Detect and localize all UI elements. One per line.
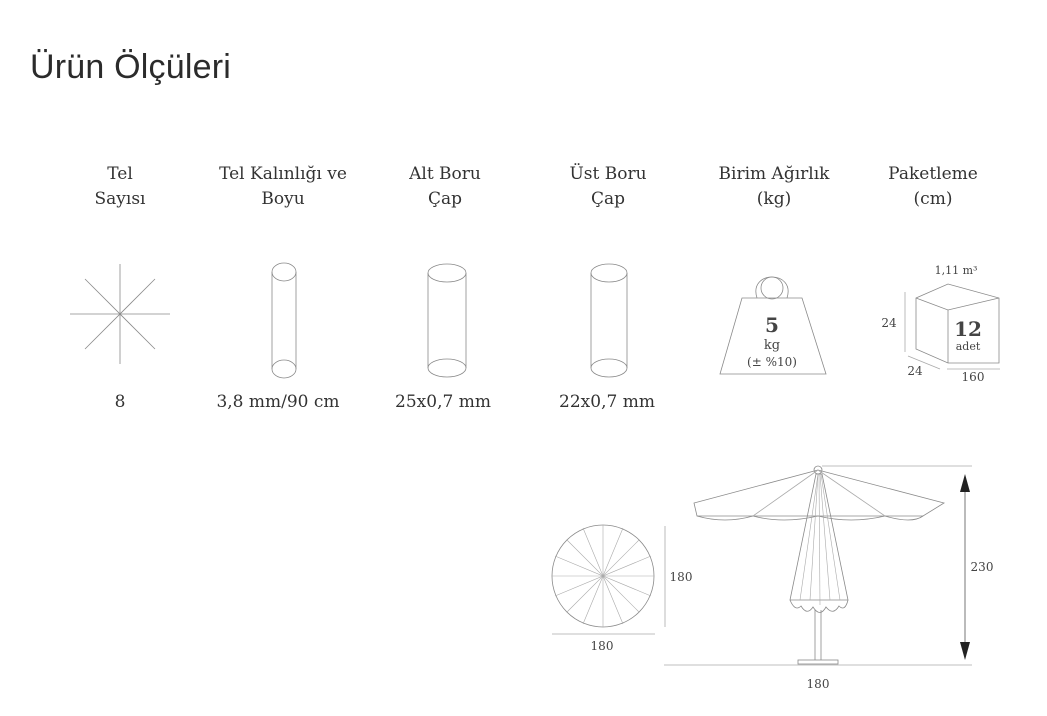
header-birim-agirlik: Birim Ağırlık (kg) xyxy=(699,162,849,212)
header-tel-kalinligi: Tel Kalınlığı ve Boyu xyxy=(208,162,358,212)
rib-cylinder-icon xyxy=(271,262,297,379)
header-paketleme: Paketleme (cm) xyxy=(858,162,1008,212)
value-tel-kalinligi: 3,8 mm/90 cm xyxy=(216,392,340,412)
package-box-icon xyxy=(904,283,1000,370)
header-line-2: Sayısı xyxy=(94,189,146,209)
header-line-1: Tel Kalınlığı ve xyxy=(219,164,347,184)
header-line-2: Boyu xyxy=(261,189,305,209)
umbrella-side-view-icon xyxy=(664,465,972,666)
header-line-1: Tel xyxy=(107,164,133,184)
rib-star-icon xyxy=(70,264,170,364)
weight-number: 5 xyxy=(765,313,779,337)
header-line-1: Alt Boru xyxy=(409,164,481,184)
header-line-2: (kg) xyxy=(756,189,792,209)
canopy-top-height: 180 xyxy=(670,570,693,584)
header-ust-boru: Üst Boru Çap xyxy=(533,162,683,212)
canopy-top-width: 180 xyxy=(591,639,614,653)
page-title: Ürün Ölçüleri xyxy=(30,48,231,86)
package-count-unit: adet xyxy=(956,340,981,353)
package-volume: 1,11 m³ xyxy=(935,264,978,277)
lower-pole-cylinder-icon xyxy=(427,263,467,378)
header-tel-sayisi: Tel Sayısı xyxy=(45,162,195,212)
value-ust-boru: 22x0,7 mm xyxy=(559,392,655,412)
package-height: 24 xyxy=(881,316,897,330)
header-line-1: Üst Boru xyxy=(569,164,647,184)
upper-pole-cylinder-icon xyxy=(590,263,628,378)
header-alt-boru: Alt Boru Çap xyxy=(370,162,520,212)
arrow-down-icon xyxy=(960,642,970,660)
value-tel-sayisi: 8 xyxy=(114,392,126,412)
package-length: 160 xyxy=(962,370,985,384)
weight-unit: kg xyxy=(764,338,780,353)
umbrella-width: 180 xyxy=(807,677,830,691)
header-line-1: Paketleme xyxy=(888,164,978,184)
weight-icon xyxy=(719,276,827,375)
header-line-2: Çap xyxy=(427,189,463,209)
header-line-2: (cm) xyxy=(913,189,953,209)
canopy-top-view-icon xyxy=(551,524,666,635)
value-alt-boru: 25x0,7 mm xyxy=(395,392,491,412)
header-line-1: Birim Ağırlık xyxy=(718,164,830,184)
arrow-up-icon xyxy=(960,474,970,492)
package-depth: 24 xyxy=(907,364,923,378)
package-count: 12 xyxy=(954,317,982,341)
weight-tolerance: (± %10) xyxy=(747,355,797,369)
umbrella-height: 230 xyxy=(971,560,994,574)
header-line-2: Çap xyxy=(590,189,626,209)
